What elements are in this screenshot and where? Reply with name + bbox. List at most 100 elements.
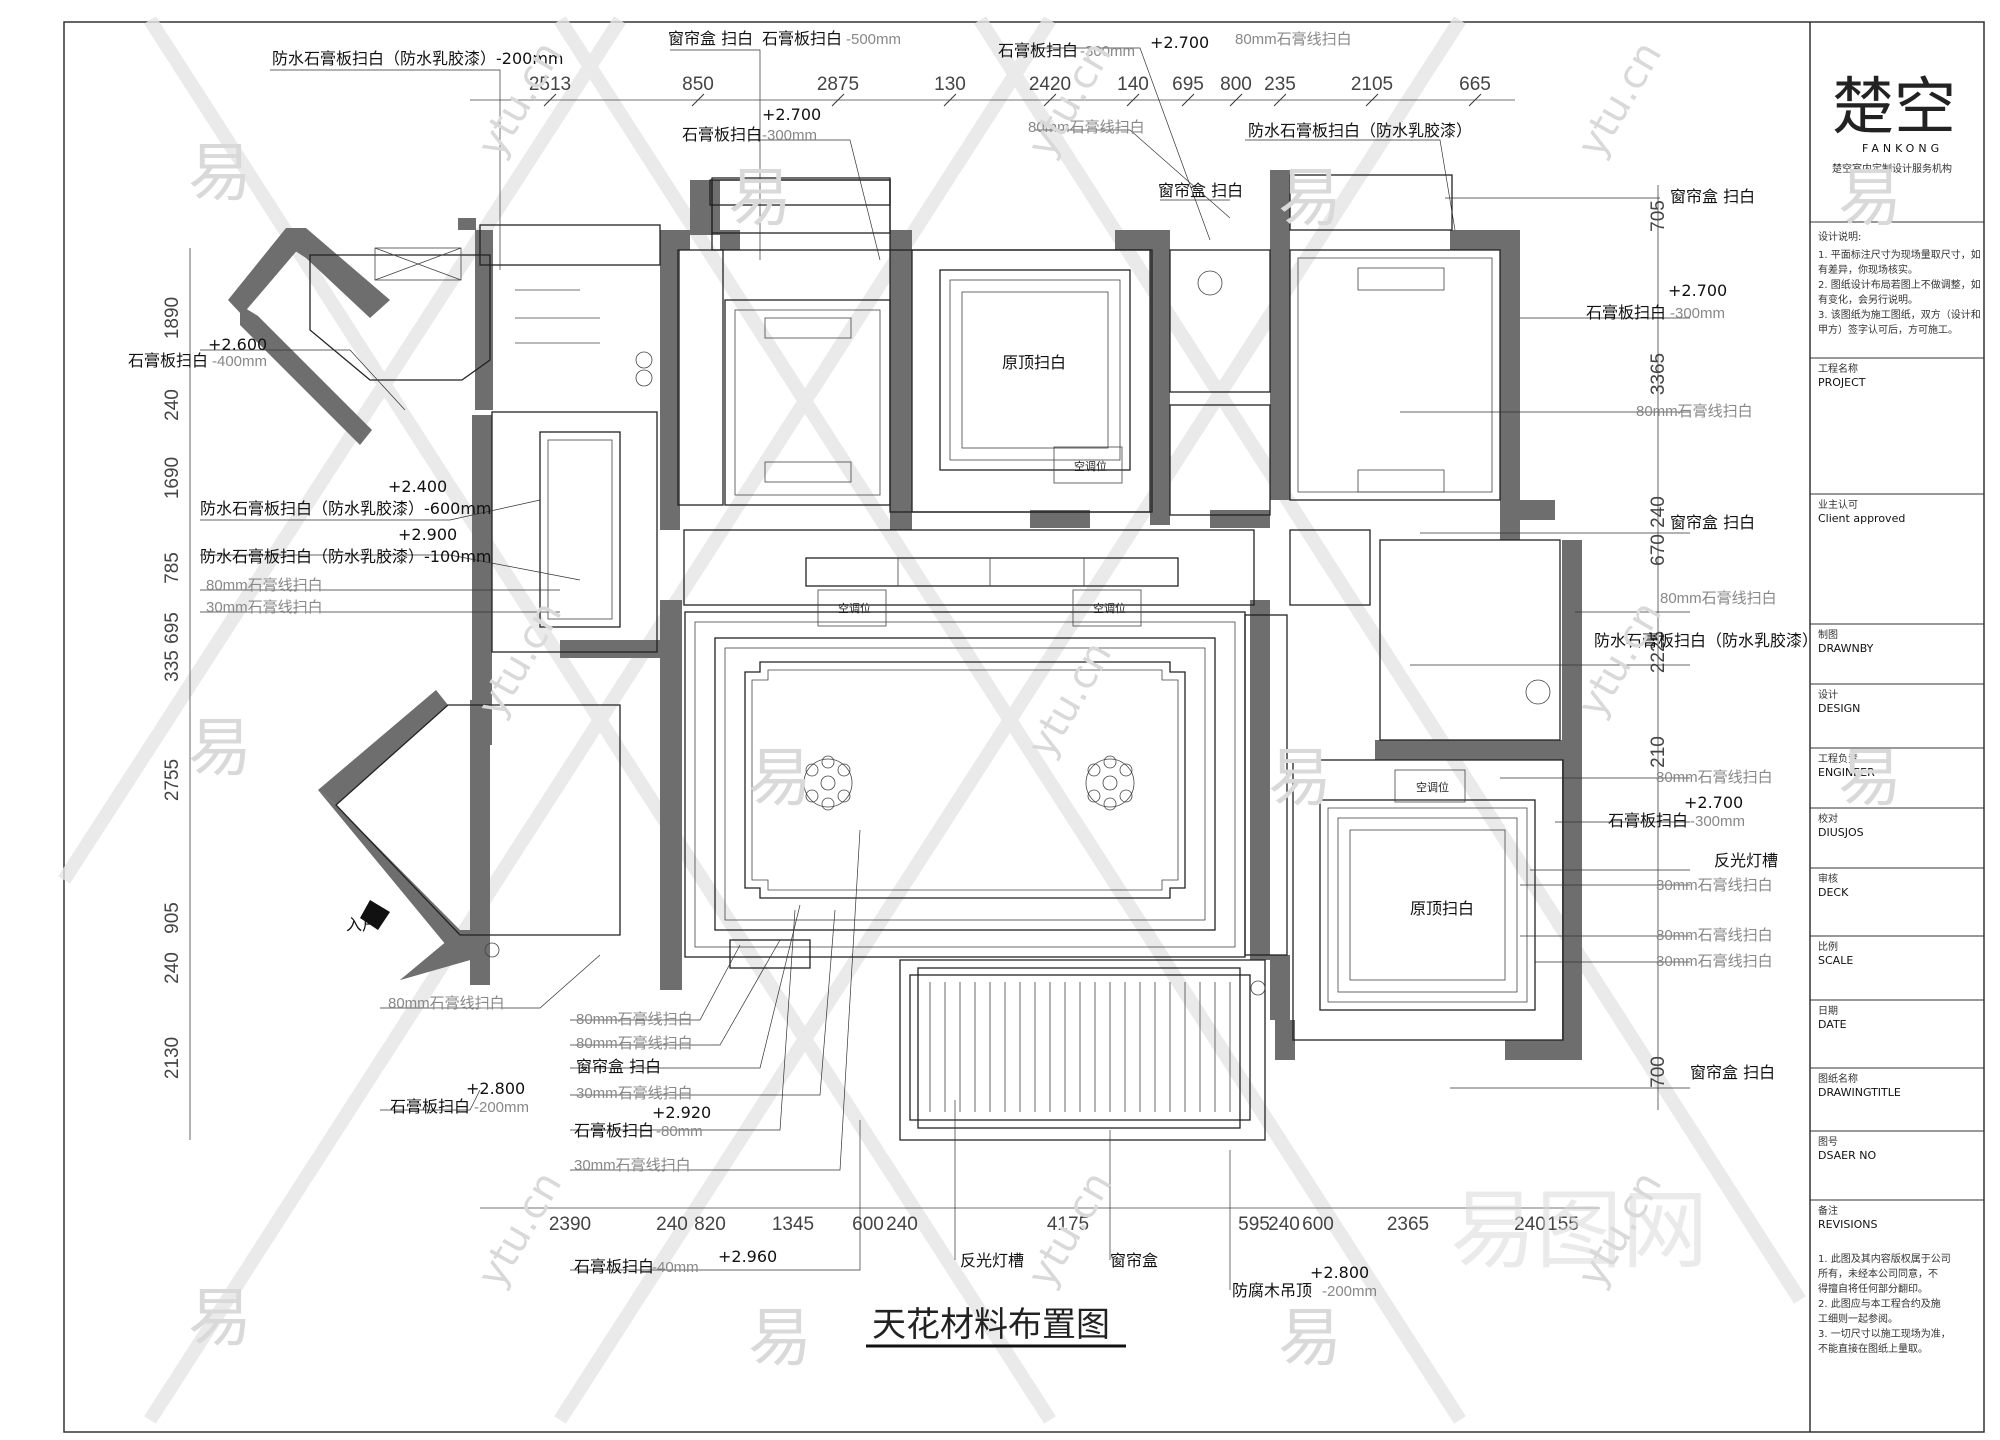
room-orig-ceiling-2: 原顶扫白 [1410,899,1474,918]
label-line80-l: 80mm石膏线扫白 [206,577,323,594]
label-wood: 防腐木吊顶 [1232,1281,1312,1300]
dim-bottom-label: 155 [1547,1214,1579,1235]
field-label-en: DIUSJOS [1818,826,1864,839]
label-gypsum-r1-b: -300mm [1670,305,1725,322]
field-label-en: PROJECT [1818,376,1866,389]
revision-line: 1. 此图及其内容版权属于公司 [1818,1252,1951,1265]
watermark-char: 易 [1278,1302,1342,1376]
field-label-en: SCALE [1818,954,1853,967]
revision-line: 所有，未经本公司同意，不 [1818,1267,1938,1280]
wood-ceiling-hatch [929,982,1231,1112]
label-gypsum-r4-b: -300mm [1690,813,1745,830]
label-elev-2960: +2.960 [718,1247,777,1266]
company-logo: 楚空 [1832,70,1956,143]
watermark-char: 易 [1268,742,1332,816]
label-gypsum-b3: 石膏板扫白 [574,1257,654,1276]
field-label-cn: 比例 [1818,940,1838,953]
label-cove: 反光灯槽 [1714,851,1778,870]
field-label-cn: 工程负责 [1818,752,1858,765]
watermark-char: 易 [1278,162,1342,236]
label-line30-r1: 30mm石膏线扫白 [1656,877,1773,894]
revision-line: 得擅自将任何部分翻印。 [1818,1282,1928,1295]
label-curtain-c: 窗帘盒 扫白 [1670,187,1755,206]
revision-line: 不能直接在图纸上量取。 [1818,1342,1928,1355]
label-line30-l: 30mm石膏线扫白 [206,599,323,616]
label-elev-2600: +2.600 [208,335,267,354]
dim-left-label: 1890 [162,297,183,339]
watermark-char: 易 [748,1302,812,1376]
dim-top-label: 235 [1264,74,1296,95]
label-wp-600: 防水石膏板扫白（防水乳胶漆）-600mm [200,499,492,518]
label-gypsum-b2-b: -80mm [656,1123,703,1140]
field-label-cn: 设计 [1818,688,1838,701]
label-curtain-r5: 窗帘盒 扫白 [1690,1063,1775,1082]
design-note-line: 1. 平面标注尺寸为现场量取尺寸，如 [1818,248,1981,261]
label-line80-r1: 80mm石膏线扫白 [1636,403,1753,420]
field-label-cn: 制图 [1818,628,1838,641]
label-curtain-r2: 窗帘盒 扫白 [1670,513,1755,532]
dim-left-label: 240 [162,389,183,421]
dim-top-label: 2513 [529,74,571,95]
label-gypsum-b3-b: -40mm [652,1259,699,1276]
watermark-char: 易 [188,1282,252,1356]
watermark-char: 易 [188,137,252,211]
dim-left-label: 695 [162,612,183,644]
watermark-url: ytu.cn [1569,34,1671,165]
dim-right-label: 2225 [1648,631,1669,673]
field-label-en: DECK [1818,886,1849,899]
field-label-cn: 业主认可 [1818,498,1858,511]
dim-bottom-label: 595 [1238,1214,1270,1235]
field-label-cn: 备注 [1818,1204,1838,1217]
ac-label: 空调位 [838,601,871,615]
label-line80-a: 80mm石膏线扫白 [1028,119,1145,136]
label-line80-b2: 80mm石膏线扫白 [576,1011,693,1028]
label-line80-b3: 80mm石膏线扫白 [576,1035,693,1052]
ac-label: 空调位 [1074,459,1107,473]
field-label-cn: 校对 [1818,812,1838,825]
dimension-lines [189,99,1659,1209]
design-note-line: 甲方）签字认可后，方可施工。 [1818,323,1958,336]
label-elev-2800b: +2.800 [1310,1263,1369,1282]
title-block: 楚空 FANKONG 楚空室内定制设计服务机构 设计说明: 1. 平面标注尺寸为… [1810,70,1984,1355]
dim-bottom-label: 240 [1268,1214,1300,1235]
dim-left-label: 335 [162,650,183,682]
label-gypsum-b1-b: -200mm [474,1099,529,1116]
field-label-en: DRAWINGTITLE [1818,1086,1901,1099]
field-label-en: REVISIONS [1818,1218,1877,1231]
dim-bottom-label: 600 [1302,1214,1334,1235]
label-gypsum-300: 石膏板扫白 [682,125,762,144]
label-wp-100: 防水石膏板扫白（防水乳胶漆）-100mm [200,547,492,566]
field-label-cn: 日期 [1818,1005,1838,1017]
dim-top-label: 2875 [817,74,859,95]
dim-top-label: 2420 [1029,74,1071,95]
label-gypsum-300-b: -300mm [762,127,817,144]
company-name: 楚空室内定制设计服务机构 [1832,162,1952,175]
entrance-arrow-icon [360,900,390,930]
revision-line: 3. 一切尺寸以施工现场为准， [1818,1327,1951,1340]
label-curtain-b1: 窗帘盒 扫白 [576,1057,661,1076]
small-lamp-icon [1197,270,1223,296]
label-cove-b: 反光灯槽 [960,1251,1024,1270]
dim-top-label: 140 [1117,74,1149,95]
label-gypsum-l1: 石膏板扫白 [128,351,208,370]
revision-notes: 1. 此图及其内容版权属于公司所有，未经本公司同意，不得擅自将任何部分翻印。2.… [1818,1252,1951,1355]
dim-bottom-label: 2365 [1387,1214,1429,1235]
label-wood-b: -200mm [1322,1283,1377,1300]
field-label-cn: 审核 [1818,872,1838,885]
dim-bottom-label: 240 [1514,1214,1546,1235]
label-wp-paint-r: 防水石膏板扫白（防水乳胶漆） [1594,631,1818,650]
dim-bottom-label: 820 [694,1214,726,1235]
small-lamp-icon [1525,679,1551,705]
leader-lines [200,47,1690,1290]
annotations: 防水石膏板扫白（防水乳胶漆）-200mm 窗帘盒 扫白 石膏板扫白 -500mm… [128,29,1818,1348]
label-wp-200: 防水石膏板扫白（防水乳胶漆）-200mm [272,49,564,68]
dim-right-label: 240 [1648,496,1669,528]
label-line30-b2: 30mm石膏线扫白 [574,1157,691,1174]
label-curtain-b: 窗帘盒 扫白 [1158,181,1243,200]
dim-left-label: 240 [162,952,183,984]
field-label-cn: 图纸名称 [1818,1072,1858,1085]
drawing-title: 天花材料布置图 [872,1305,1110,1345]
label-line80-b: 80mm石膏线扫白 [1235,31,1352,48]
